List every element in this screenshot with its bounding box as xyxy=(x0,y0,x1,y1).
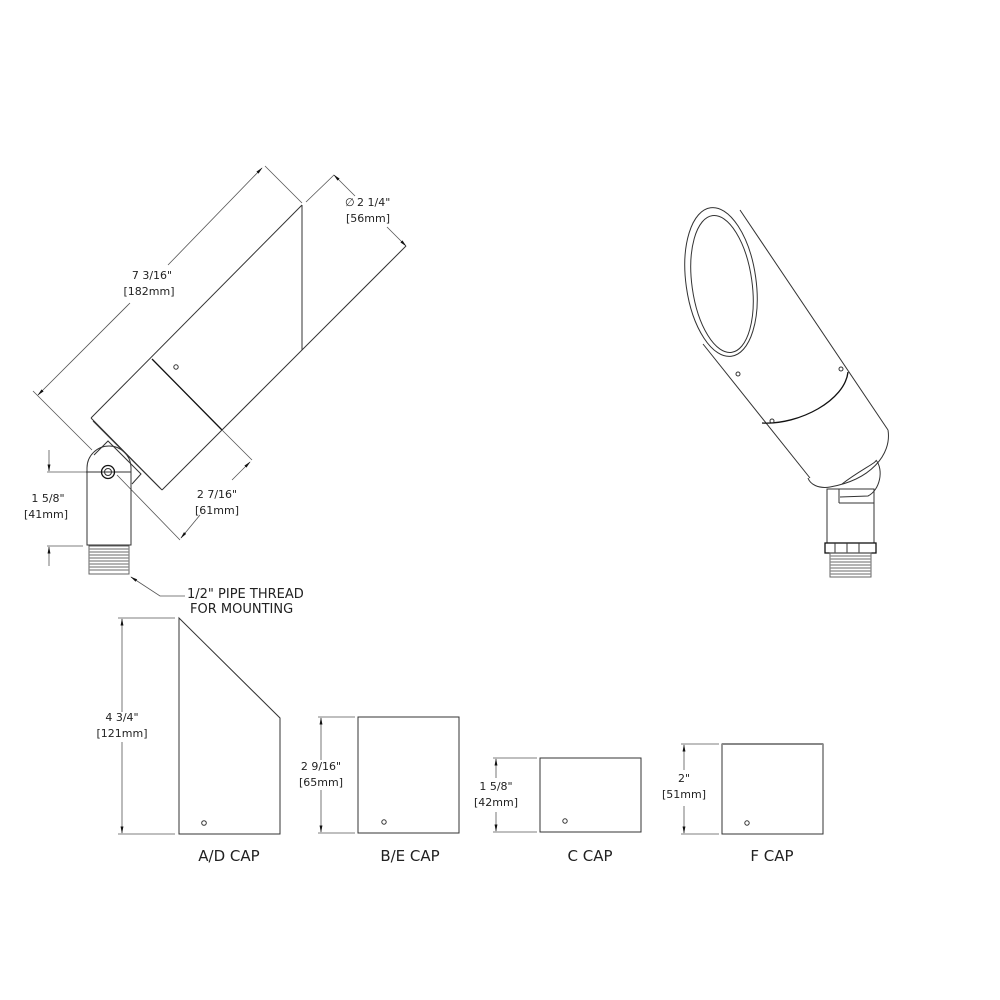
cap-c: 1 5/8" [42mm] C CAP xyxy=(474,757,642,865)
diameter-imperial: 2 1/4" xyxy=(357,196,390,209)
lens-rim-inner xyxy=(690,215,754,353)
cap-c-outline xyxy=(539,757,642,833)
length-dim-line-upper xyxy=(167,167,263,266)
cap-c-metric: [42mm] xyxy=(474,796,518,809)
cap-f-outline xyxy=(721,743,824,835)
length-imperial: 7 3/16" xyxy=(132,269,172,282)
cap-c-label: C CAP xyxy=(567,847,612,865)
body-end-curve xyxy=(807,429,889,488)
cap-f: 2" [51mm] F CAP xyxy=(662,743,824,865)
cap-ad: 4 3/4" [121mm] A/D CAP xyxy=(96,616,281,865)
length-metric: [182mm] xyxy=(123,285,174,298)
screw-hole-icon xyxy=(735,371,741,377)
tube-upper-edge xyxy=(739,209,889,431)
cap-ad-label: A/D CAP xyxy=(198,847,259,865)
cap-be: 2 9/16" [65mm] B/E CAP xyxy=(299,716,460,865)
knuckle-height-imperial: 1 5/8" xyxy=(31,492,64,505)
cap-be-imperial: 2 9/16" xyxy=(301,760,341,773)
cap-ad-outline xyxy=(178,616,281,835)
pipe-thread xyxy=(88,545,130,575)
pivot-bolt-outer-icon xyxy=(100,464,116,480)
tube-lower-edge xyxy=(221,245,407,431)
thread-leader xyxy=(130,576,185,597)
side-view-fixture: 7 3/16" [182mm] ∅ 2 1/4" [56mm] 2 7/16" … xyxy=(24,165,407,617)
pivot-bolt-inner-icon xyxy=(104,468,112,476)
cap-joint-line xyxy=(761,371,849,424)
cap-ad-screw-icon xyxy=(201,820,207,826)
cap-be-screw-icon xyxy=(381,819,387,825)
thread-note-line2: FOR MOUNTING xyxy=(190,602,293,617)
cap-be-label: B/E CAP xyxy=(380,847,439,865)
dia-dim-line-a xyxy=(333,174,356,197)
cap-length-metric: [61mm] xyxy=(195,504,239,517)
cap-dim-line-b xyxy=(180,514,201,539)
set-screw-icon xyxy=(173,364,179,370)
tube-cap-joint xyxy=(151,358,223,431)
cap-dim-line-a xyxy=(231,461,251,481)
cap-f-label: F CAP xyxy=(750,847,793,865)
screw-hole-icon-2 xyxy=(838,366,844,372)
cap-c-screw-icon xyxy=(562,818,568,824)
cap-ad-metric: [121mm] xyxy=(96,727,147,740)
diameter-symbol: ∅ xyxy=(345,196,355,209)
iso-pipe-thread xyxy=(829,552,872,578)
knuckle-body xyxy=(86,445,132,546)
cap-f-imperial: 2" xyxy=(678,772,690,785)
cap-c-imperial: 1 5/8" xyxy=(479,780,512,793)
cap-f-metric: [51mm] xyxy=(662,788,706,801)
hex-nut xyxy=(824,542,877,554)
cap-be-metric: [65mm] xyxy=(299,776,343,789)
tube-upper-edge xyxy=(90,204,303,419)
diameter-metric: [56mm] xyxy=(346,212,390,225)
tube-lower-edge xyxy=(702,343,811,479)
cap-be-outline xyxy=(357,716,460,834)
screw-hole-icon-3 xyxy=(769,418,775,424)
knuckle-bracket xyxy=(93,440,142,485)
cap-dim-ext-b xyxy=(116,474,181,541)
dia-ext-upper xyxy=(305,174,335,203)
cap-ad-imperial: 4 3/4" xyxy=(105,711,138,724)
length-ext-lower xyxy=(32,390,93,451)
cap-dim-ext-a xyxy=(221,429,253,461)
length-ext-upper xyxy=(264,165,303,204)
cap-lower-edge xyxy=(161,429,223,491)
knuckle-height-metric: [41mm] xyxy=(24,508,68,521)
cap-f-screw-icon xyxy=(744,820,750,826)
isometric-fixture-view xyxy=(684,207,889,578)
lens-rim-outer xyxy=(684,207,758,357)
length-dim-line-lower xyxy=(37,302,131,396)
dia-dim-line-b xyxy=(386,226,407,247)
cap-length-imperial: 2 7/16" xyxy=(197,488,237,501)
thread-note-line1: 1/2" PIPE THREAD xyxy=(187,587,304,602)
